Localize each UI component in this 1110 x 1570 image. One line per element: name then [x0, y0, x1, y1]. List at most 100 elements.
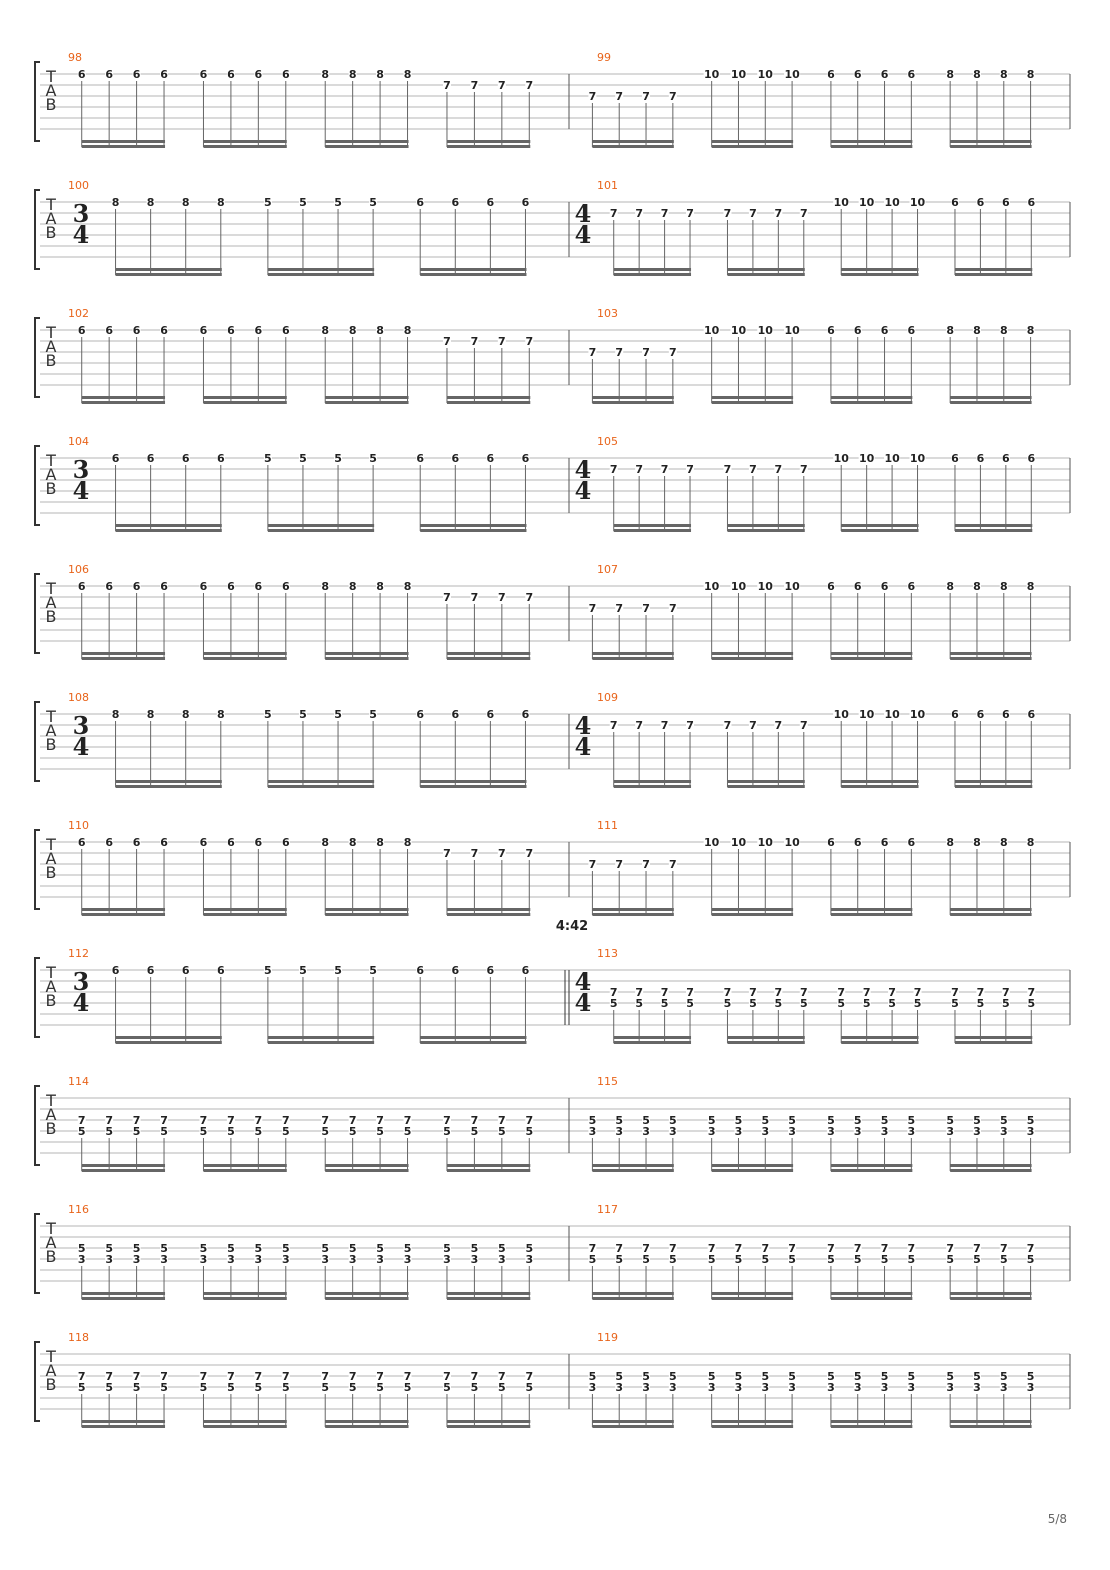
fret-number: 5 [908, 1370, 916, 1383]
fret-number: 3 [255, 1253, 263, 1266]
fret-number: 5 [642, 1114, 650, 1127]
fret-number: 6 [105, 68, 113, 81]
fret-bg [999, 1242, 1008, 1254]
fret-number: 10 [859, 708, 875, 721]
fret-bg [999, 836, 1008, 848]
fret-number: 3 [827, 1381, 835, 1394]
fret-bg [799, 719, 808, 731]
beam-eighth [954, 529, 1033, 532]
fret-bg [757, 836, 774, 848]
fret-number: 6 [133, 324, 141, 337]
fret-number: 7 [498, 1114, 506, 1127]
fret-number: 7 [635, 463, 643, 476]
fret-bg [281, 1242, 290, 1254]
fret-number: 7 [686, 463, 694, 476]
fret-number: 6 [908, 68, 916, 81]
beam-eighth [830, 401, 913, 404]
fret-bg [470, 1125, 479, 1137]
fret-number: 7 [642, 858, 650, 871]
fret-bg [416, 708, 425, 720]
fret-number: 3 [1027, 1381, 1035, 1394]
fret-bg [734, 1370, 743, 1382]
fret-number: 5 [160, 1242, 168, 1255]
fret-number: 6 [908, 580, 916, 593]
fret-bg [497, 1370, 506, 1382]
fret-number: 6 [1027, 452, 1035, 465]
fret-number: 5 [888, 997, 896, 1010]
fret-number: 6 [78, 836, 86, 849]
fret-number: 6 [200, 324, 208, 337]
fret-number: 7 [525, 847, 533, 860]
tab-clef-letter: T [45, 451, 56, 470]
fret-bg [880, 1242, 889, 1254]
fret-bg [668, 346, 677, 358]
fret-bg [757, 68, 774, 80]
beam-sixteenth [81, 1420, 166, 1423]
fret-number: 7 [1027, 986, 1035, 999]
beam-sixteenth [267, 524, 375, 527]
beam-sixteenth [592, 652, 674, 655]
fret-number: 5 [498, 1125, 506, 1138]
fret-number: 7 [525, 79, 533, 92]
fret-bg [862, 997, 871, 1009]
fret-bg [748, 719, 757, 731]
fret-bg [774, 997, 783, 1009]
fret-bg [642, 602, 651, 614]
beam-sixteenth [446, 1292, 531, 1295]
fret-number: 5 [615, 1370, 623, 1383]
beam-eighth [420, 785, 527, 788]
time-signature-top: 3 [73, 455, 90, 484]
fret-number: 7 [610, 207, 618, 220]
fret-number: 5 [669, 1370, 677, 1383]
fret-number: 3 [105, 1253, 113, 1266]
fret-bg [837, 986, 846, 998]
beam-sixteenth [711, 1420, 794, 1423]
fret-number: 5 [200, 1242, 208, 1255]
fret-number: 7 [443, 847, 451, 860]
fret-bg [199, 1125, 208, 1137]
fret-bg [105, 68, 114, 80]
beam-eighth [81, 1425, 166, 1428]
fret-number: 5 [863, 997, 871, 1010]
fret-bg [1026, 836, 1035, 848]
beam-eighth [711, 145, 794, 148]
fret-number: 3 [854, 1125, 862, 1138]
beam-sixteenth [420, 268, 527, 271]
fret-number: 8 [217, 196, 225, 209]
beam-eighth [950, 1169, 1032, 1172]
fret-bg [615, 1253, 624, 1265]
fret-number: 5 [589, 1370, 597, 1383]
fret-bg [1027, 708, 1036, 720]
fret-bg [497, 335, 506, 347]
fret-number: 7 [977, 986, 985, 999]
fret-bg [226, 1125, 235, 1137]
fret-number: 5 [775, 997, 783, 1010]
fret-number: 3 [788, 1381, 796, 1394]
fret-bg [470, 1370, 479, 1382]
fret-bg [442, 1253, 451, 1265]
fret-bg [748, 986, 757, 998]
fret-number: 10 [758, 836, 774, 849]
beam-eighth [81, 1297, 166, 1300]
fret-number: 6 [255, 580, 263, 593]
fret-bg [833, 452, 850, 464]
tab-clef-letter: B [46, 1119, 57, 1138]
fret-number: 6 [951, 708, 959, 721]
beam-sixteenth [711, 140, 794, 143]
fret-bg [642, 1114, 651, 1126]
fret-bg [734, 1381, 743, 1393]
fret-number: 5 [735, 1370, 743, 1383]
fret-bg [999, 324, 1008, 336]
fret-bg [403, 836, 412, 848]
fret-bg [660, 986, 669, 998]
fret-number: 5 [973, 1114, 981, 1127]
fret-bg [703, 68, 720, 80]
beam-sixteenth [592, 1164, 674, 1167]
fret-bg [281, 68, 290, 80]
fret-number: 6 [951, 196, 959, 209]
fret-number: 5 [525, 1381, 533, 1394]
fret-bg [972, 1253, 981, 1265]
fret-bg [132, 836, 141, 848]
beam-sixteenth [203, 140, 287, 143]
